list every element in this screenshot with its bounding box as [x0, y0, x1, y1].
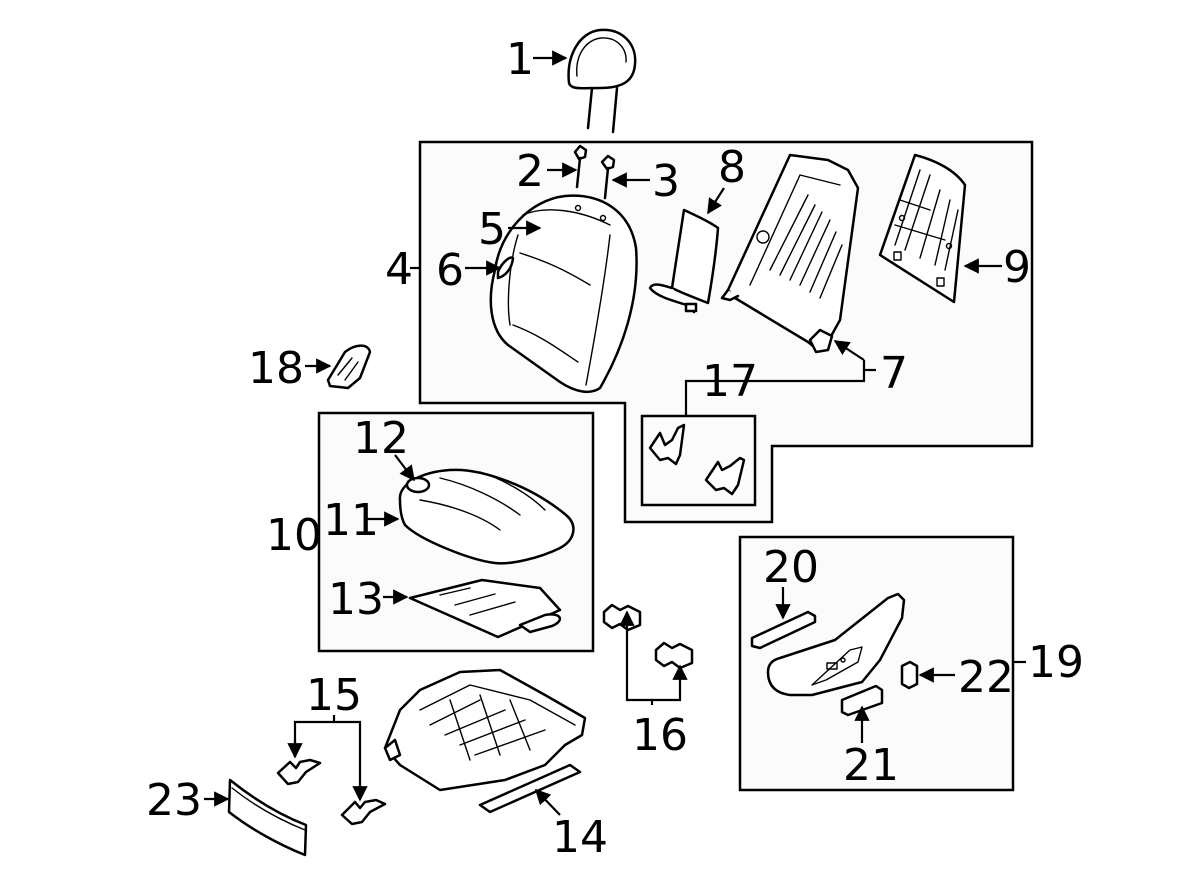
callout-19: 19 [1028, 637, 1084, 688]
part-front-trim-panel[interactable] [227, 778, 308, 857]
callout-1: 1 [506, 34, 534, 85]
part-headrest-guide-right[interactable] [600, 154, 616, 200]
callout-8: 8 [718, 142, 746, 193]
callout-10: 10 [266, 510, 322, 561]
callout-21: 21 [843, 740, 899, 791]
callout-12: 12 [353, 413, 409, 464]
callout-18: 18 [248, 343, 304, 394]
callout-20: 20 [763, 542, 819, 593]
part-clip-upper[interactable] [602, 603, 642, 632]
callout-22: 22 [958, 652, 1014, 703]
part-track-cover-right[interactable] [340, 798, 387, 826]
part-headrest-guide-left[interactable] [573, 144, 588, 189]
part-seatback-side-trim[interactable] [496, 256, 515, 280]
callout-2: 2 [516, 146, 544, 197]
callout-23: 23 [146, 775, 202, 826]
callout-9: 9 [1003, 242, 1031, 293]
callout-11: 11 [323, 495, 379, 546]
part-cushion-cover[interactable] [398, 468, 575, 565]
part-seat-track-frame[interactable] [383, 668, 587, 814]
callout-14: 14 [552, 812, 608, 863]
part-headrest[interactable] [567, 28, 637, 134]
part-track-cover-left[interactable] [276, 758, 322, 786]
callout-4: 4 [385, 244, 413, 295]
callout-17: 17 [702, 356, 758, 407]
callout-6: 6 [436, 245, 464, 296]
part-cushion-pad[interactable] [405, 476, 431, 494]
callout-5: 5 [478, 204, 506, 255]
part-recliner-cover[interactable] [326, 344, 372, 390]
part-switch-bezel[interactable] [750, 610, 817, 650]
part-switch-knob[interactable] [840, 684, 884, 717]
part-seatback-frame[interactable] [720, 153, 860, 354]
part-clip-lower[interactable] [654, 641, 694, 670]
part-lumbar-support[interactable] [648, 208, 720, 314]
callout-13: 13 [328, 574, 384, 625]
callout-16: 16 [632, 710, 688, 761]
part-seatback-cover[interactable] [489, 194, 638, 394]
part-switch-knob-small[interactable] [900, 660, 919, 690]
part-seatback-back-panel[interactable] [878, 153, 967, 304]
callout-15: 15 [306, 670, 362, 721]
callout-7: 7 [880, 348, 908, 399]
leader-lines [204, 50, 1026, 816]
callout-3: 3 [652, 156, 680, 207]
part-cushion-heater[interactable] [408, 578, 562, 639]
part-recliner-brackets[interactable] [648, 423, 746, 496]
part-side-cover[interactable] [766, 592, 906, 697]
